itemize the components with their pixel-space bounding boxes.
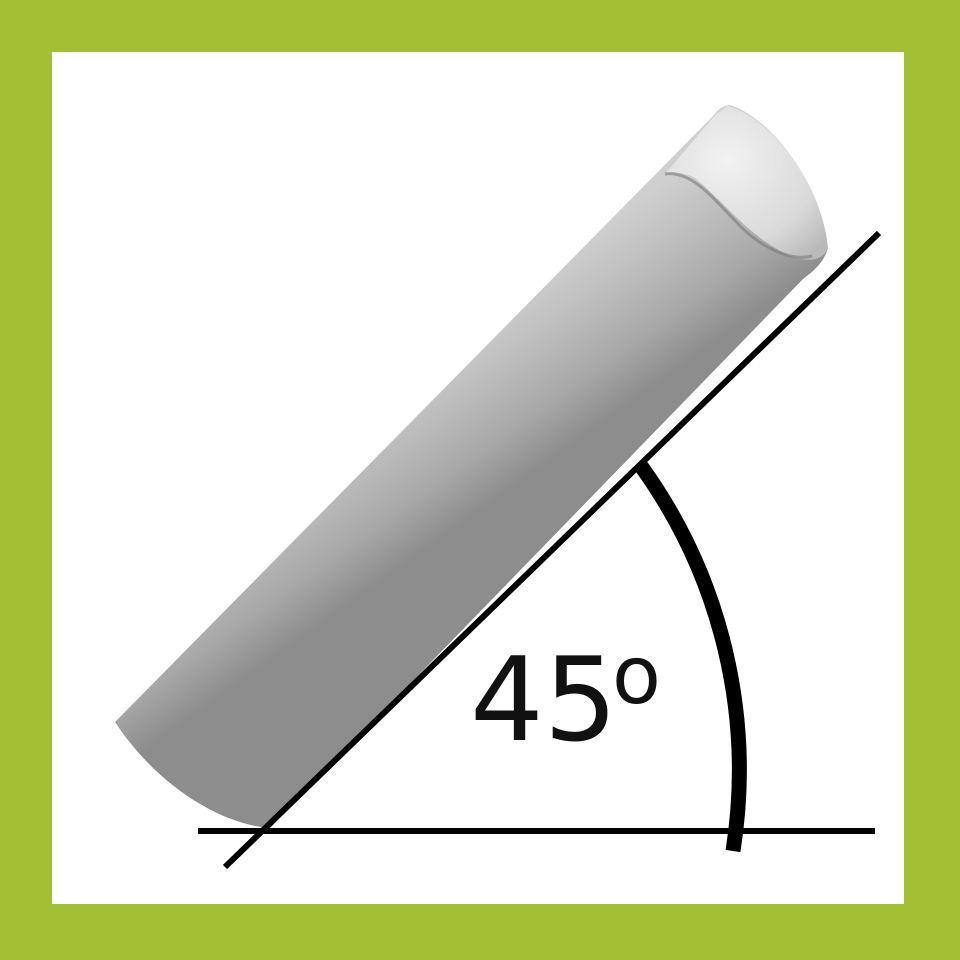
chalk-end-face — [665, 106, 828, 260]
chalk-stick-icon — [115, 105, 828, 828]
degree-symbol: o — [612, 629, 661, 722]
chalk-end-rim — [664, 172, 813, 259]
chalk-body — [115, 105, 828, 828]
angle-arc — [634, 461, 747, 853]
inclined-line — [222, 230, 882, 870]
angle-value-label: 45 — [470, 633, 618, 768]
